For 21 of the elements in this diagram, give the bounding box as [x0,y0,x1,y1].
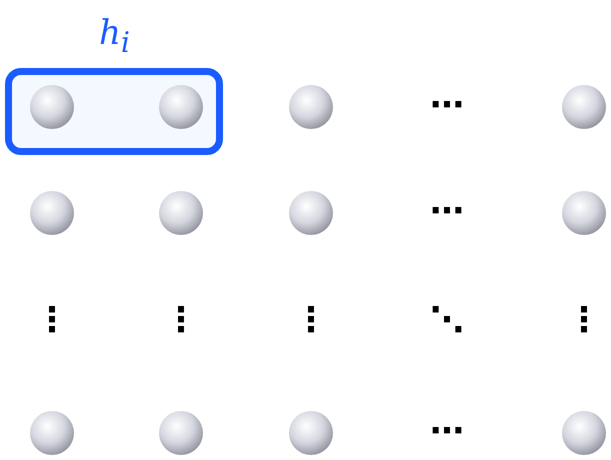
ellipsis-dots: ⋱ [429,300,465,340]
sphere [159,85,203,129]
group-label: h$_{i}$ [99,13,130,59]
sphere [562,85,606,129]
sphere [289,411,333,455]
ellipsis-dots: ⋯ [429,191,465,231]
ellipsis-dots: ⋯ [429,411,465,451]
sphere [30,411,74,455]
ellipsis-dots: ⋮ [163,300,199,340]
ellipsis-dots: ⋯ [429,85,465,125]
sphere [159,191,203,235]
ellipsis-dots: ⋮ [566,300,602,340]
sphere [159,411,203,455]
ellipsis-dots: ⋮ [293,300,329,340]
sphere [30,85,74,129]
sphere [289,85,333,129]
sphere [30,191,74,235]
sphere [562,411,606,455]
sphere [289,191,333,235]
sphere [562,191,606,235]
ellipsis-dots: ⋮ [34,300,70,340]
